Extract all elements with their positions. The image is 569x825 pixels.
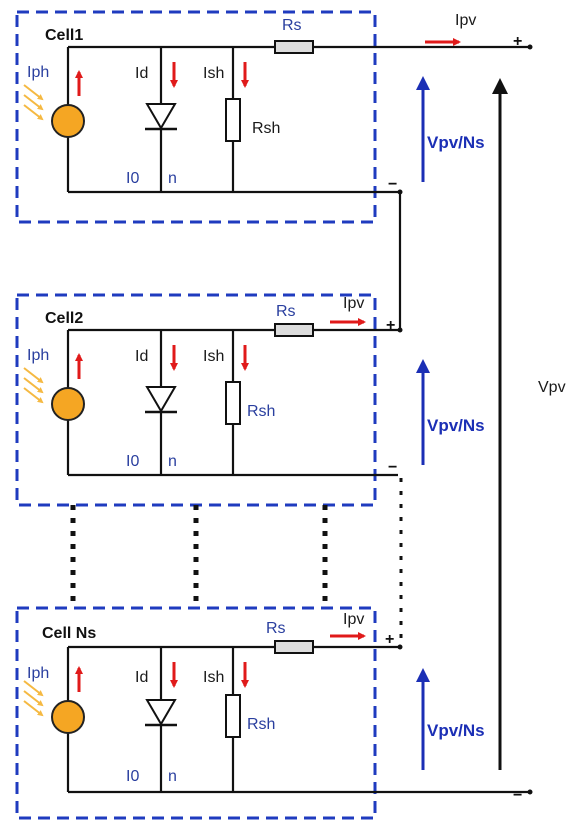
cell-voltage-label: Vpv/Ns (427, 721, 485, 740)
rs-label: Rs (276, 303, 296, 320)
iph-label: Iph (27, 347, 49, 364)
light-rays-icon (23, 84, 44, 121)
id-label: Id (135, 65, 148, 82)
cell-title: Cell1 (45, 27, 83, 44)
rs-label: Rs (282, 17, 302, 34)
plus-terminal: + (513, 33, 522, 50)
n-label: n (168, 170, 177, 187)
resistor-icon (274, 640, 314, 654)
node-dot (397, 189, 403, 195)
i0-label: I0 (126, 768, 139, 785)
resistor-icon (225, 694, 241, 738)
ish-label: Ish (203, 348, 224, 365)
rsh-label: Rsh (252, 120, 280, 137)
cell-voltage-label: Vpv/Ns (427, 133, 485, 152)
light-rays-icon (23, 680, 44, 717)
resistor-icon (274, 323, 314, 337)
rsh-label: Rsh (247, 403, 275, 420)
node-dot (527, 44, 533, 50)
ipv-label: Ipv (455, 12, 476, 29)
minus-terminal: − (388, 459, 397, 476)
cell-1: Cell1 Iph Id Ish Rs (15, 10, 530, 224)
rsh-label: Rsh (247, 716, 275, 733)
n-label: n (168, 768, 177, 785)
total-voltage-label: Vpv (538, 379, 566, 396)
light-rays-icon (23, 367, 44, 404)
current-source-icon (51, 104, 85, 138)
iph-label: Iph (27, 64, 49, 81)
id-label: Id (135, 348, 148, 365)
ellipsis-dots-icon (70, 505, 328, 605)
current-source-icon (51, 700, 85, 734)
id-label: Id (135, 669, 148, 686)
cell-ns: Cell Ns Iph Id Ish Rs Rsh I0 n Ipv + − (15, 606, 530, 820)
ipv-label: Ipv (343, 295, 364, 312)
iph-label: Iph (27, 665, 49, 682)
diode-icon (145, 386, 177, 414)
resistor-icon (274, 40, 314, 54)
diode-icon (145, 699, 177, 727)
plus-terminal: + (385, 631, 394, 648)
ish-label: Ish (203, 65, 224, 82)
node-dot (397, 644, 403, 650)
n-label: n (168, 453, 177, 470)
node-dot (527, 789, 533, 795)
cell-boundary (15, 606, 377, 820)
minus-terminal: − (513, 787, 522, 804)
cell-2: Cell2 Iph Id Ish Rs Rsh I0 n Ipv + − (15, 293, 485, 507)
node-dot (397, 327, 403, 333)
i0-label: I0 (126, 170, 139, 187)
cell-voltage-label: Vpv/Ns (427, 416, 485, 435)
current-source-icon (51, 387, 85, 421)
ipv-label: Ipv (343, 611, 364, 628)
minus-terminal: − (388, 176, 397, 193)
diode-icon (145, 103, 177, 131)
ish-label: Ish (203, 669, 224, 686)
resistor-icon (225, 381, 241, 425)
plus-terminal: + (386, 317, 395, 334)
cell-boundary (15, 10, 377, 224)
resistor-icon (225, 98, 241, 142)
series-link-1-2 (398, 190, 402, 330)
i0-label: I0 (126, 453, 139, 470)
rs-label: Rs (266, 620, 286, 637)
cell-title: Cell Ns (42, 625, 96, 642)
cell-title: Cell2 (45, 310, 83, 327)
